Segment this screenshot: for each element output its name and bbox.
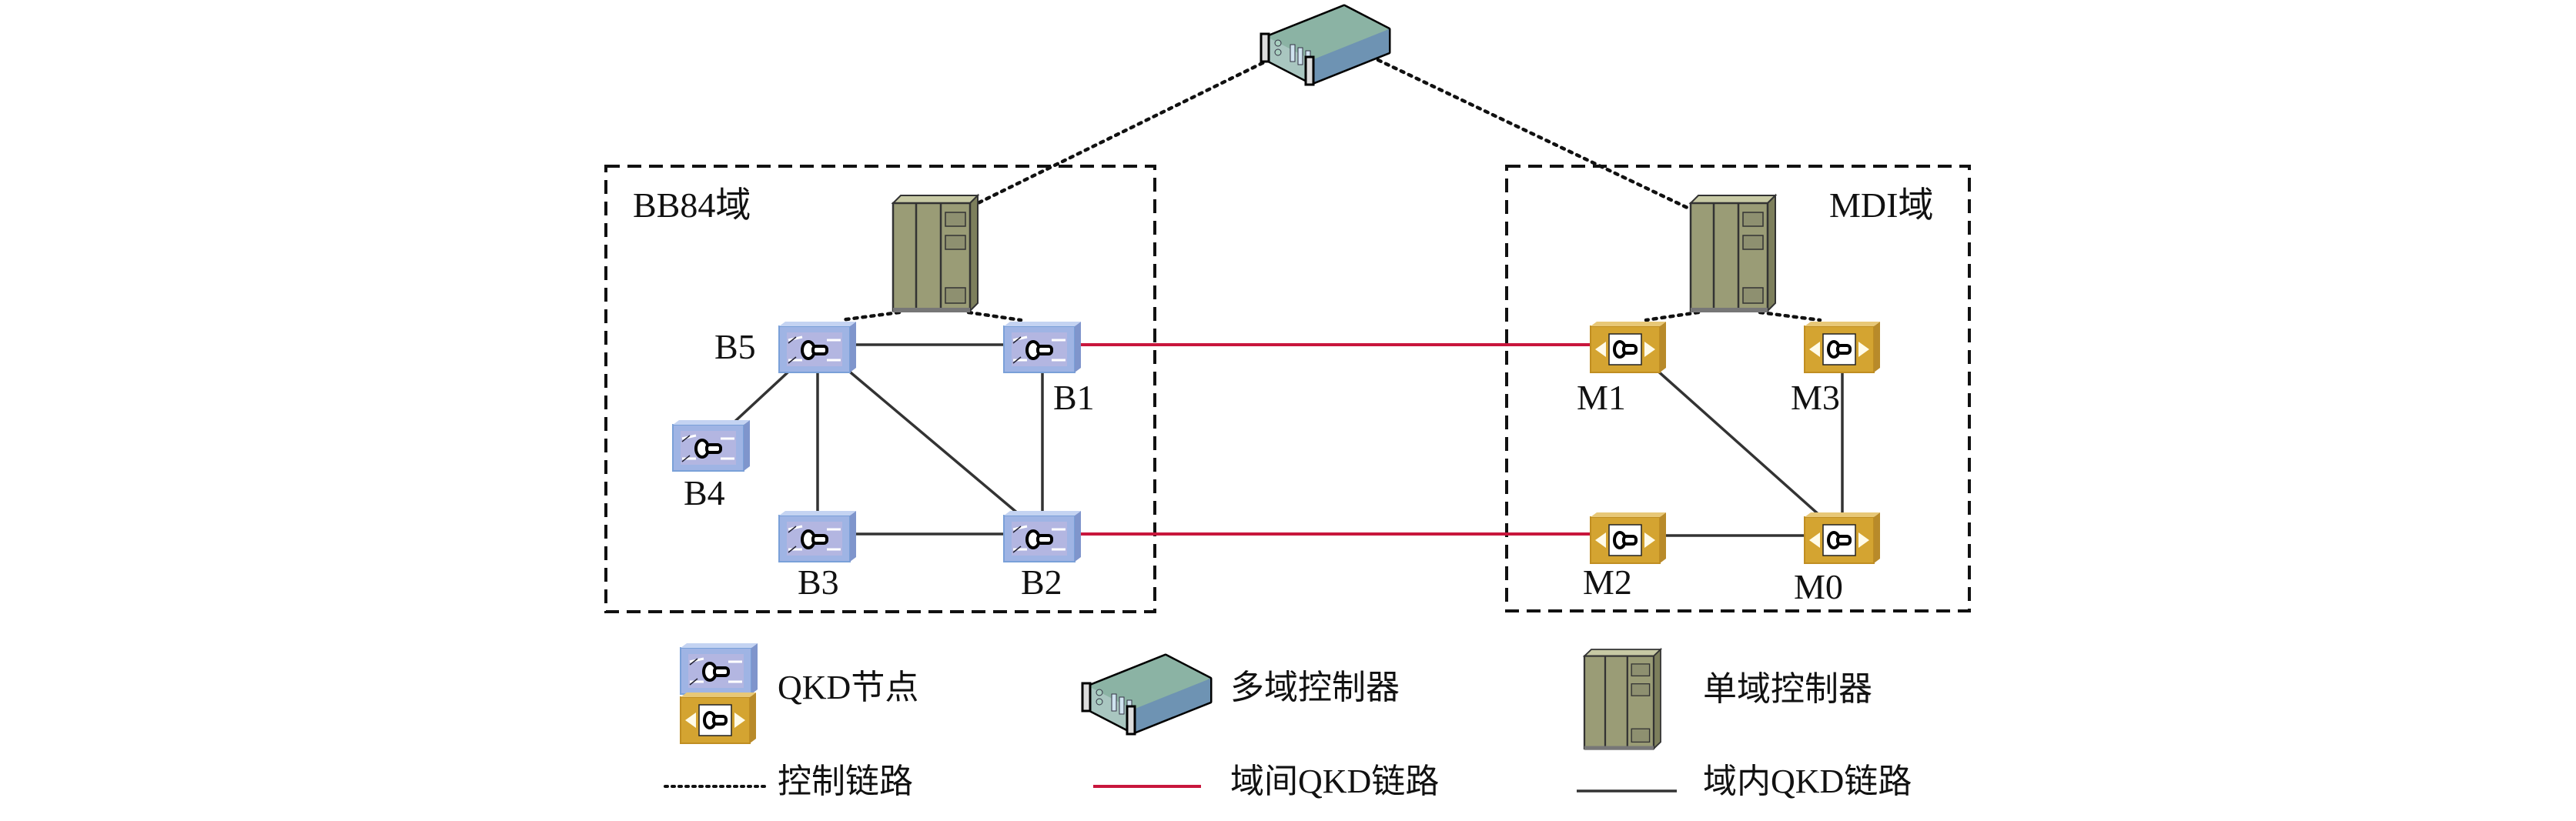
intra-domain-link-M1-M0 bbox=[1627, 343, 1844, 537]
bb84-qkd-node-icon-b3 bbox=[778, 509, 858, 563]
mdi-qkd-node-icon-m2 bbox=[1589, 511, 1668, 565]
mdi-qkd-node-icon-m3 bbox=[1803, 320, 1882, 374]
single-domain-controller-icon-sdc-bb84 bbox=[892, 194, 979, 314]
control-link-SDC-bb84-B5 bbox=[838, 310, 902, 322]
node-label-b5: B5 bbox=[714, 327, 756, 366]
domain-label-bb84: BB84域 bbox=[633, 185, 751, 225]
bb84-qkd-node-icon-b2 bbox=[1002, 509, 1082, 563]
legend-bb84-node-icon bbox=[679, 642, 759, 696]
legend-single-domain-controller-icon bbox=[1583, 648, 1662, 751]
legend-label-qkd-node: QKD节点 bbox=[778, 669, 919, 706]
bb84-qkd-node-icon-b4 bbox=[671, 419, 751, 472]
intra-domain-link-B5-B2 bbox=[816, 343, 1044, 536]
legend-label-single-domain-controller: 单域控制器 bbox=[1703, 669, 1872, 709]
control-link-SDC-mdi-M3 bbox=[1758, 310, 1822, 322]
bb84-qkd-node-icon-b1 bbox=[1002, 320, 1082, 374]
bb84-qkd-node-icon-b5 bbox=[778, 320, 858, 374]
legend-label-control-link: 控制链路 bbox=[778, 762, 913, 801]
control-link-SDC-bb84-B1 bbox=[966, 310, 1023, 322]
node-label-b1: B1 bbox=[1053, 378, 1095, 417]
legend-label-inter-domain-link: 域间QKD链路 bbox=[1230, 763, 1440, 800]
node-label-b4: B4 bbox=[684, 473, 725, 512]
single-domain-controller-icon-sdc-mdi bbox=[1689, 194, 1777, 314]
mdi-qkd-node-icon-m0 bbox=[1803, 511, 1882, 565]
legend-multi-domain-controller-icon bbox=[1082, 656, 1210, 734]
domain-label-mdi: MDI域 bbox=[1829, 185, 1934, 225]
legend-label-multi-domain-controller: 多域控制器 bbox=[1230, 668, 1400, 707]
node-label-m3: M3 bbox=[1791, 378, 1840, 417]
control-link-SDC-mdi-M1 bbox=[1644, 310, 1701, 322]
node-label-m2: M2 bbox=[1583, 562, 1632, 602]
mdi-qkd-node-icon-m1 bbox=[1589, 320, 1668, 374]
legend-label-intra-domain-link: 域内QKD链路 bbox=[1703, 763, 1912, 800]
node-label-m0: M0 bbox=[1794, 567, 1843, 606]
node-label-m1: M1 bbox=[1577, 378, 1626, 417]
legend-mdi-node-icon bbox=[679, 691, 758, 745]
node-label-b3: B3 bbox=[798, 562, 839, 602]
node-label-b2: B2 bbox=[1021, 562, 1062, 602]
control-link-MDC-SDC-bb84 bbox=[969, 53, 1280, 209]
multi-domain-controller-icon-mdc bbox=[1261, 6, 1389, 85]
control-link-MDC-SDC-mdi bbox=[1376, 58, 1693, 212]
